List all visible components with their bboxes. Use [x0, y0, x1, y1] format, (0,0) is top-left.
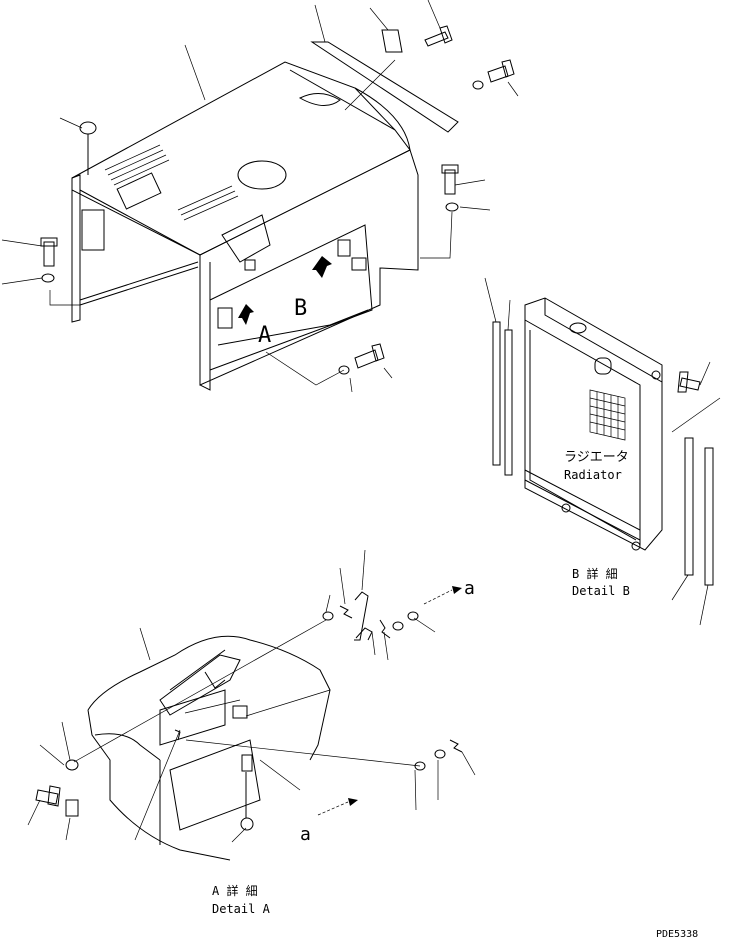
- washer-icon: [445, 202, 459, 212]
- spring-washer-icon: [339, 605, 353, 619]
- radiator-grid-icon: [589, 389, 626, 441]
- view-label-a-lower-1: a: [464, 578, 475, 599]
- spring-washer-icon: [449, 739, 463, 753]
- washer-icon: [41, 273, 55, 283]
- hook-rod-icon: [354, 591, 369, 641]
- detail-a-label-2: Detail A: [212, 902, 271, 916]
- detail-a-fasteners: [35, 591, 463, 817]
- washer-icon: [322, 611, 334, 621]
- arrow-b-icon: [312, 256, 332, 278]
- view-label-a-lower-2: a: [300, 824, 311, 845]
- upper-fasteners: [40, 25, 515, 375]
- arrow-icon: [348, 798, 358, 806]
- top-rail: [310, 29, 459, 133]
- hood-knob: [79, 121, 97, 175]
- bolt-icon: [40, 237, 58, 267]
- bolt-icon: [424, 25, 453, 47]
- radiator-seals: [484, 277, 714, 626]
- washer-icon: [434, 749, 446, 759]
- washer-icon: [472, 80, 484, 90]
- radiator: ラジエータ Radiator: [524, 297, 663, 551]
- detail-a-assembly: [87, 635, 331, 861]
- washer-icon: [414, 761, 426, 771]
- washer-icon: [65, 759, 79, 771]
- clip-icon: [65, 799, 79, 817]
- drawing-code: PDE5338: [656, 929, 698, 940]
- bolt-icon: [35, 785, 61, 807]
- knob-icon: [240, 817, 254, 831]
- nut-icon: [407, 611, 419, 621]
- detail-b-label-1: B 詳 細: [572, 566, 618, 581]
- bolt-icon: [441, 164, 459, 195]
- upper-leaders: [1, 0, 519, 393]
- bolt-icon: [354, 343, 385, 369]
- engine-hood: A B: [71, 61, 419, 391]
- washer-icon: [392, 621, 404, 631]
- arrow-a-icon: [238, 304, 254, 325]
- detail-a-leaders: [27, 549, 476, 843]
- view-label-a: A: [258, 323, 271, 348]
- radiator-label-jp: ラジエータ: [564, 450, 629, 465]
- washer-icon: [338, 365, 350, 375]
- view-label-b: B: [294, 296, 307, 321]
- detail-a-label-1: A 詳 細: [212, 883, 258, 898]
- detail-b-label-2: Detail B: [572, 584, 630, 598]
- radiator-label-en: Radiator: [564, 468, 622, 482]
- clip-icon: [232, 705, 248, 719]
- bolt-icon: [487, 59, 515, 83]
- bolt-icon: [677, 371, 701, 393]
- arrow-icon: [452, 586, 462, 594]
- spring-washer-icon: [379, 619, 391, 639]
- hood-vents: [104, 93, 341, 221]
- clip-icon: [241, 754, 253, 772]
